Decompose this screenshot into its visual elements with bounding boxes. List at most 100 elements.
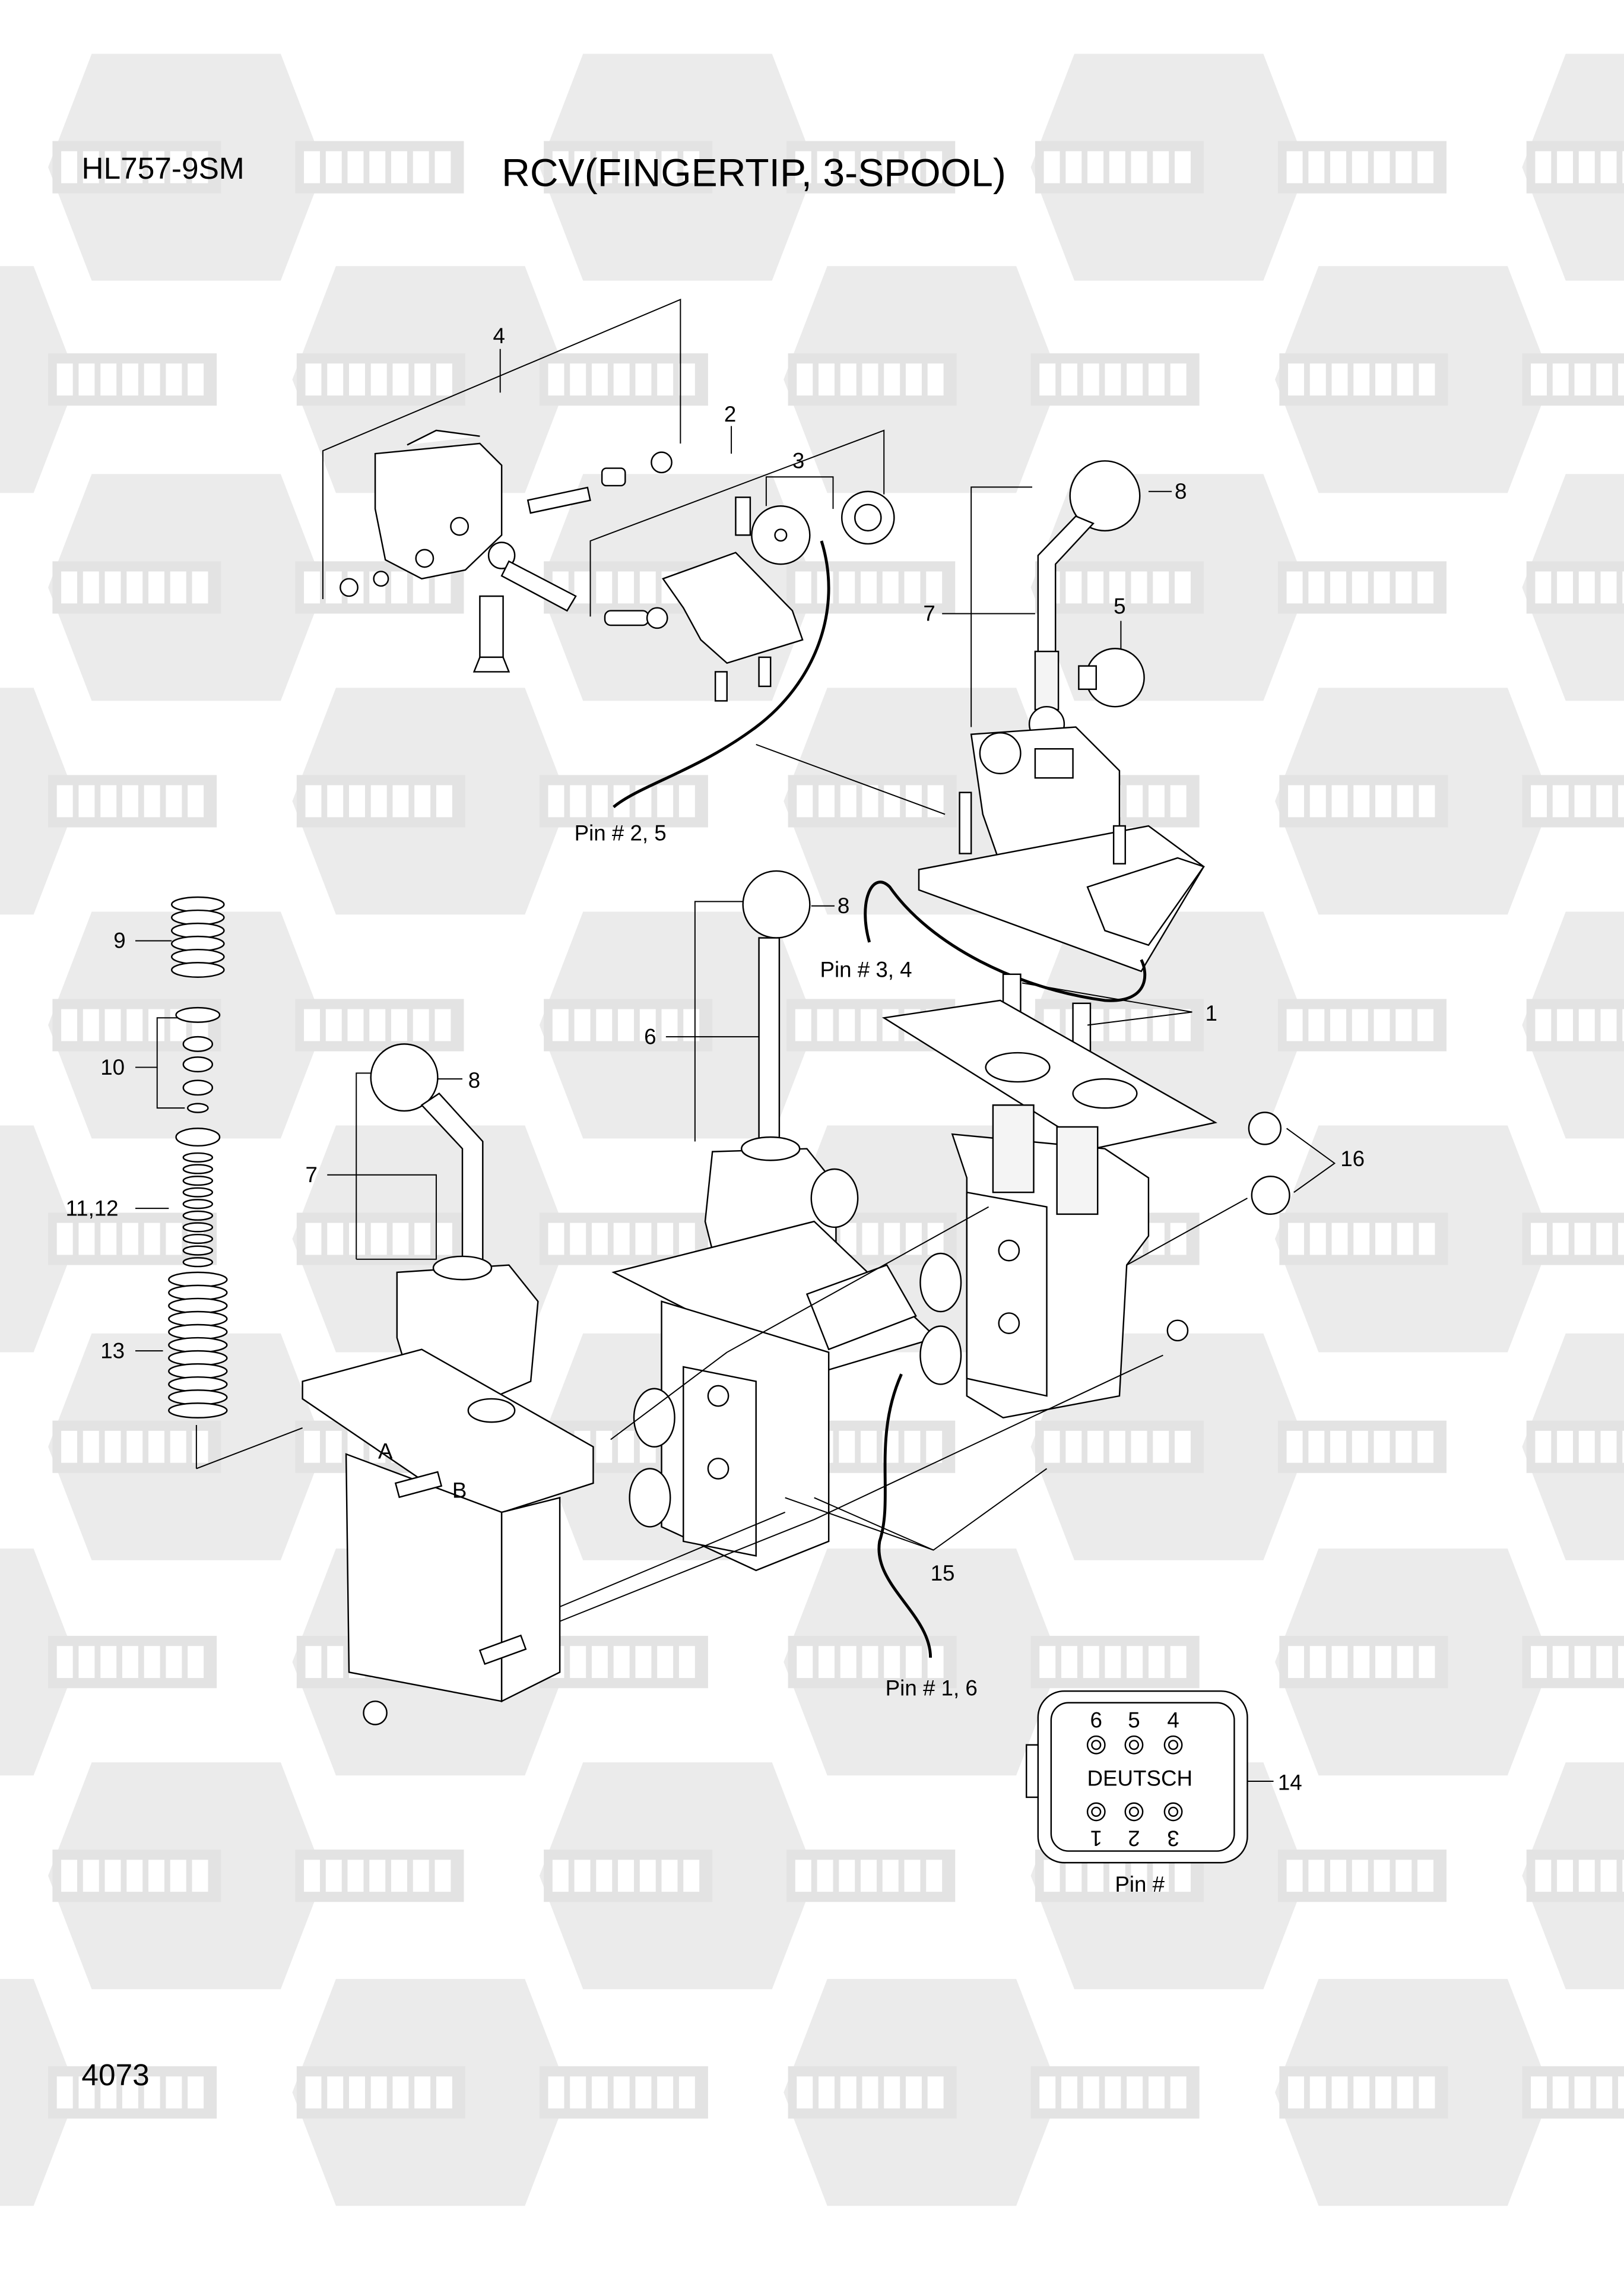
watermark-letter-shape xyxy=(1083,363,1099,396)
snap-ring xyxy=(186,1103,209,1113)
watermark-letter-shape xyxy=(83,1860,99,1892)
watermark-letter-shape xyxy=(305,1223,322,1255)
watermark-letter-shape xyxy=(861,1009,877,1041)
watermark-letter-shape xyxy=(1353,1223,1370,1255)
watermark-letter-shape xyxy=(904,1430,921,1463)
watermark-letter-shape xyxy=(1419,363,1435,396)
return-spring-coil xyxy=(168,1297,228,1314)
watermark-letter-shape xyxy=(78,1646,95,1679)
watermark-letter-shape xyxy=(1353,363,1370,396)
watermark-letter-shape xyxy=(78,2076,95,2109)
watermark-letter-shape xyxy=(78,1223,95,1255)
watermark-letter-shape xyxy=(904,571,921,604)
watermark-letter-shape xyxy=(1175,151,1191,183)
watermark-letter-shape xyxy=(304,1860,321,1892)
watermark-letter-shape xyxy=(1170,1646,1187,1679)
watermark-letter-shape xyxy=(305,363,322,396)
watermark-letter-shape xyxy=(1109,151,1125,183)
watermark-letter-shape xyxy=(1535,151,1552,183)
watermark-letter-shape xyxy=(349,785,365,818)
watermark-letter-shape xyxy=(1087,1430,1104,1463)
watermark-letter-shape xyxy=(1374,1430,1390,1463)
watermark-letter-shape xyxy=(1352,1430,1368,1463)
watermark-letter-shape xyxy=(1353,785,1370,818)
watermark-letter-shape xyxy=(1331,1223,1348,1255)
callout-8c: 8 xyxy=(468,1068,480,1092)
watermark-letter-shape xyxy=(83,571,99,604)
watermark-letter-shape xyxy=(862,1223,878,1255)
watermark-letter-shape xyxy=(83,1430,99,1463)
watermark-letter-shape xyxy=(639,571,656,604)
watermark-letter-shape xyxy=(104,1009,121,1041)
watermark-letter-shape xyxy=(192,151,208,183)
watermark-hex xyxy=(0,266,78,493)
watermark-letter-shape xyxy=(882,151,899,183)
watermark-letter-shape xyxy=(1596,1223,1613,1255)
watermark-letter-shape xyxy=(414,363,431,396)
watermark-letter-shape xyxy=(327,2076,344,2109)
model-label: HL757-9SM xyxy=(81,151,244,185)
watermark-letter-shape xyxy=(1617,1223,1624,1255)
watermark-letter-shape xyxy=(1309,1223,1326,1255)
callout-16: 16 xyxy=(1340,1147,1365,1171)
watermark-hex xyxy=(0,1125,78,1353)
watermark-letter-shape xyxy=(1153,571,1169,604)
watermark-letter-shape xyxy=(78,785,95,818)
watermark-letter-shape xyxy=(122,785,138,818)
watermark-letter-shape xyxy=(1286,571,1303,604)
watermark-letter-shape xyxy=(1331,363,1348,396)
watermark-letter-shape xyxy=(1330,571,1346,604)
watermark-letter-shape xyxy=(819,1646,835,1679)
watermark-letter-shape xyxy=(1148,1223,1165,1255)
watermark-letter-shape xyxy=(370,785,387,818)
callout-14: 14 xyxy=(1278,1771,1302,1795)
watermark-letter-shape xyxy=(148,1860,164,1892)
watermark-letter-shape xyxy=(1109,1430,1125,1463)
watermark-letter-shape xyxy=(1535,1009,1552,1041)
watermark-letter-shape xyxy=(839,1860,855,1892)
watermark-letter-shape xyxy=(325,1009,342,1041)
watermark-letter-shape xyxy=(817,1860,833,1892)
watermark-letter-shape xyxy=(1417,1009,1433,1041)
watermark-letter-shape xyxy=(1286,1860,1303,1892)
watermark-letter-shape xyxy=(1552,363,1569,396)
watermark-letter-shape xyxy=(370,1223,387,1255)
watermark-letter-shape xyxy=(1330,1009,1346,1041)
watermark-letter-shape xyxy=(661,1860,678,1892)
watermark-letter-shape xyxy=(1622,1430,1624,1463)
watermark-letter-shape xyxy=(1127,2076,1143,2109)
watermark-letter-shape xyxy=(1374,1009,1390,1041)
watermark-letter-shape xyxy=(1622,151,1624,183)
watermark-letter-shape xyxy=(1039,1646,1056,1679)
watermark-letter-shape xyxy=(861,1860,877,1892)
watermark-letter-shape xyxy=(904,1860,921,1892)
watermark-letter-shape xyxy=(657,363,674,396)
watermark-letter-shape xyxy=(1061,2076,1077,2109)
watermark-letter-shape xyxy=(1087,571,1104,604)
watermark-letter-shape xyxy=(613,1646,630,1679)
watermark-letter-shape xyxy=(884,2076,900,2109)
watermark-letter-shape xyxy=(1175,1860,1191,1892)
watermark-letter-shape xyxy=(1352,1860,1368,1892)
watermark-letter-shape xyxy=(100,2076,117,2109)
watermark-letter-shape xyxy=(1043,1430,1060,1463)
watermark-letter-shape xyxy=(327,1646,344,1679)
watermark-letter-shape xyxy=(1087,151,1104,183)
watermark-letter-shape xyxy=(1600,1860,1617,1892)
watermark-letter-shape xyxy=(927,2076,944,2109)
watermark-letter-shape xyxy=(861,151,877,183)
watermark-letter-shape xyxy=(100,1646,117,1679)
watermark-letter-shape xyxy=(839,1430,855,1463)
watermark-letter-shape xyxy=(1578,151,1595,183)
callout-2: 2 xyxy=(724,402,736,426)
watermark-letter-shape xyxy=(188,785,204,818)
watermark-letter-shape xyxy=(795,571,811,604)
watermark-letter-shape xyxy=(1574,2076,1591,2109)
watermark-letter-shape xyxy=(926,1430,943,1463)
watermark-letter-shape xyxy=(304,151,321,183)
watermark-letter-shape xyxy=(1552,785,1569,818)
watermark-letter-shape xyxy=(1308,1009,1325,1041)
page-number: 4073 xyxy=(81,2057,149,2092)
watermark-letter-shape xyxy=(1043,151,1060,183)
watermark-letter-shape xyxy=(905,1223,922,1255)
